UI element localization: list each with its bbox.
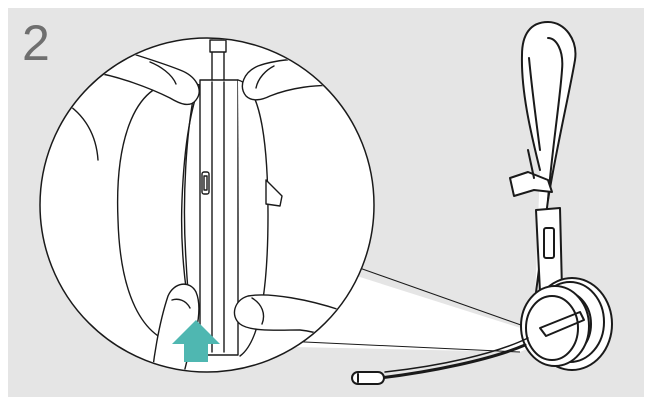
step-number: 2 <box>22 18 50 68</box>
